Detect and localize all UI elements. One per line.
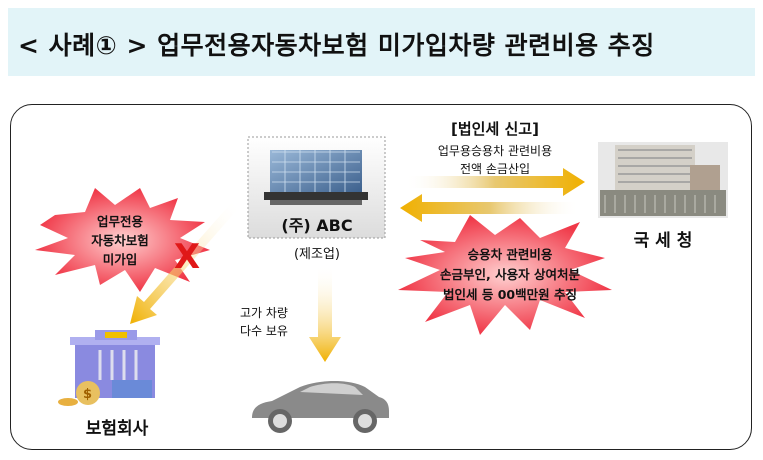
- arrow-down-icon: [309, 265, 341, 362]
- company-name: (주) ABC: [281, 216, 353, 235]
- no-insurance-line1: 업무전용: [96, 214, 143, 229]
- penalty-line1: 승용차 관련비용: [467, 247, 553, 262]
- insurance-building-icon: $: [58, 330, 160, 406]
- no-insurance-line2: 자동차보험: [91, 233, 149, 248]
- report-line1: 업무용승용차 관련비용: [437, 144, 553, 158]
- office-building-icon: [264, 150, 368, 205]
- penalty-line3: 법인세 등 00백만원 추징: [443, 287, 577, 302]
- vehicles-line1: 고가 차량: [240, 306, 288, 320]
- nts-building-icon: [598, 142, 728, 218]
- page-title: < 사례① > 업무전용자동차보험 미가입차량 관련비용 추징: [18, 31, 655, 60]
- diagram-frame: [10, 104, 752, 450]
- penalty-line2: 손금부인, 사용자 상여처분: [440, 267, 580, 282]
- arrow-down-left-icon: [130, 202, 238, 324]
- insurer-label: 보험회사: [85, 419, 149, 439]
- report-heading: [법인세 신고]: [451, 120, 539, 138]
- car-icon: [252, 381, 389, 433]
- vehicles-line2: 다수 보유: [240, 324, 288, 338]
- penalty-burst: [398, 215, 612, 335]
- report-line2: 전액 손금산입: [459, 162, 531, 176]
- x-mark-icon: X: [173, 237, 201, 277]
- nts-label: 국 세 청: [633, 231, 693, 251]
- arrow-right-icon: [405, 168, 585, 196]
- arrow-left-icon: [400, 194, 580, 222]
- no-insurance-line3: 미가입: [102, 252, 138, 267]
- no-insurance-burst: [35, 188, 210, 292]
- title-bar: [8, 8, 755, 76]
- svg-text:$: $: [83, 387, 92, 402]
- company-industry: (제조업): [293, 247, 341, 262]
